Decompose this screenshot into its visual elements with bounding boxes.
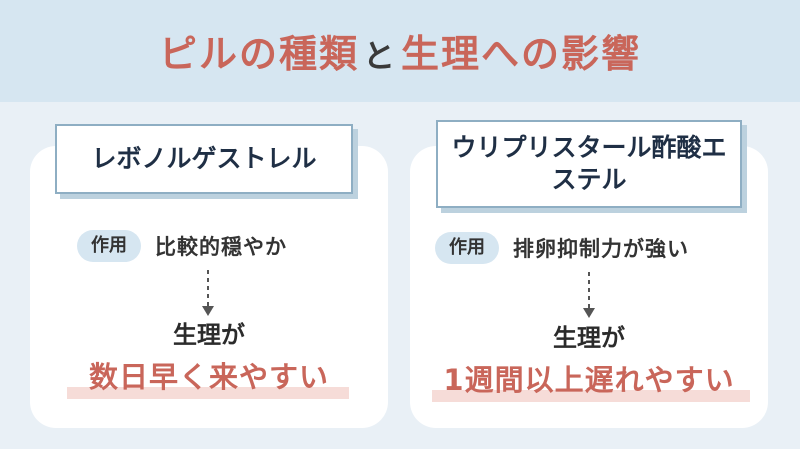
- pill-name-ulipristal: ウリプリスタール酢酸エステル: [436, 120, 742, 208]
- page-title: ピルの種類と生理への影響: [0, 30, 800, 80]
- dashed-down-arrow-icon: [202, 270, 214, 316]
- effect-tag: 作用: [435, 232, 499, 264]
- result-text: 1週間以上遅れやすい: [443, 363, 735, 397]
- header-band: [0, 0, 800, 102]
- dashed-down-arrow-icon: [583, 272, 595, 318]
- result-text: 数日早く来やすい: [88, 360, 329, 394]
- title-part-2: と: [362, 37, 397, 75]
- result-highlight: [432, 390, 750, 402]
- sub-text: 生理が: [553, 324, 625, 352]
- result-highlight: [67, 387, 349, 399]
- effect-tag: 作用: [77, 230, 141, 262]
- title-part-3: 生理への影響: [401, 31, 642, 76]
- title-part-1: ピルの種類: [158, 31, 359, 76]
- effect-row-right: 作用 排卵抑制力が強い: [435, 232, 689, 264]
- pill-name-levonorgestrel: レボノルゲストレル: [55, 124, 353, 194]
- sub-text: 生理が: [173, 321, 245, 349]
- effect-text: 比較的穏やか: [155, 235, 287, 259]
- effect-text: 排卵抑制力が強い: [513, 237, 689, 261]
- effect-row-left: 作用 比較的穏やか: [77, 230, 287, 262]
